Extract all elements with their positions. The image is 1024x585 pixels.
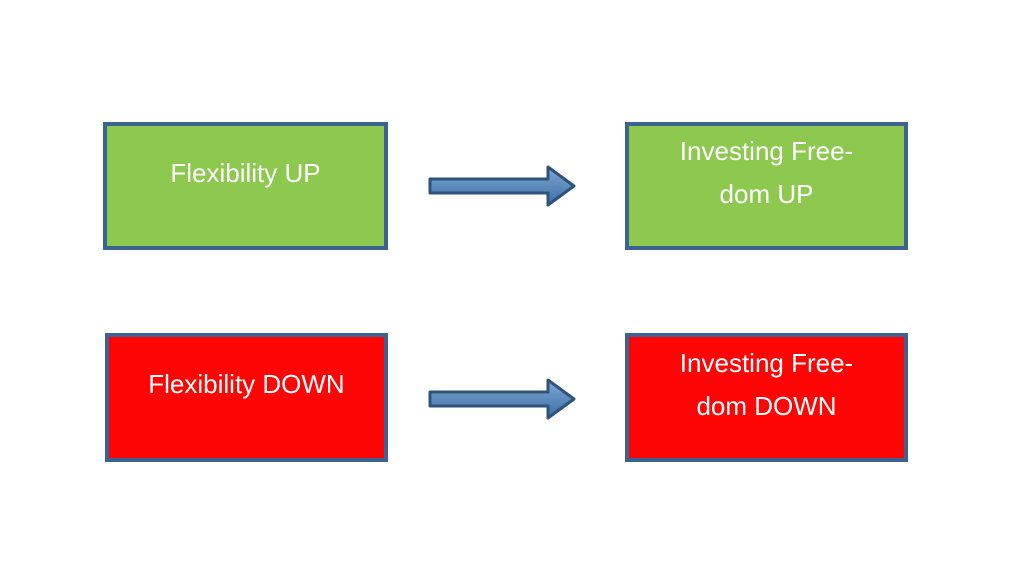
- arrow-right-icon: [428, 378, 576, 420]
- box-flexibility-up-label: Flexibility UP: [170, 157, 321, 188]
- box-investing-freedom-down-line1: Investing Free-: [679, 347, 854, 378]
- box-flexibility-up: Flexibility UP: [103, 122, 388, 250]
- arrow-right-icon: [428, 165, 576, 207]
- box-investing-freedom-up: Investing Free- dom UP: [625, 122, 908, 250]
- box-flexibility-down: Flexibility DOWN: [105, 333, 388, 462]
- box-investing-freedom-up-line2: dom UP: [719, 179, 814, 209]
- box-investing-freedom-down: Investing Free- dom DOWN: [625, 333, 908, 462]
- box-investing-freedom-up-line1: Investing Free-: [679, 136, 854, 166]
- box-investing-freedom-down-line2: dom DOWN: [696, 390, 837, 421]
- box-flexibility-down-label: Flexibility DOWN: [148, 369, 345, 399]
